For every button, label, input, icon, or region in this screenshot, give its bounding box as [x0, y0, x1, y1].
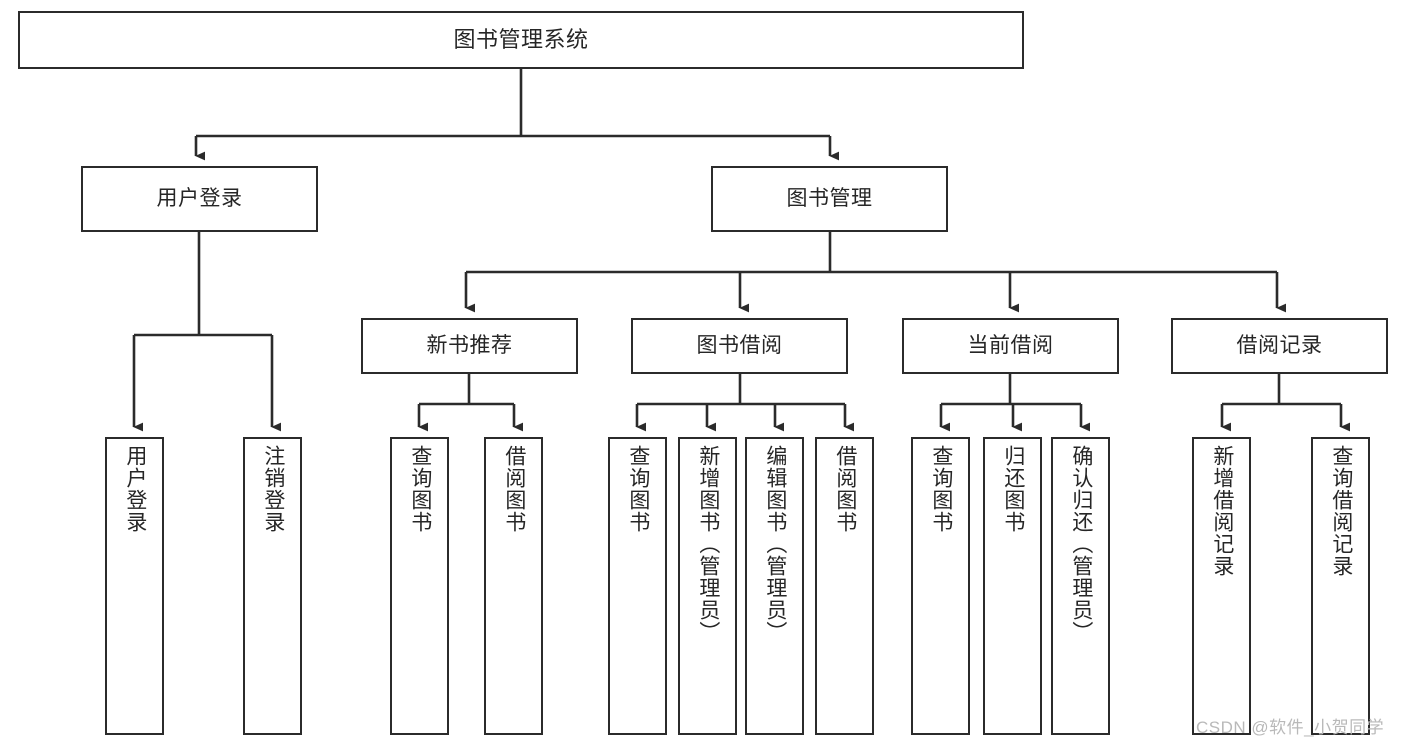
node-current-borrow[interactable]: 当前借阅: [902, 318, 1119, 374]
current-borrow-to-leaves-connector: [939, 374, 1091, 432]
watermark-credit: CSDN @软件_小贺同学: [1196, 718, 1385, 737]
leaf-query-borrow-record[interactable]: 查询借阅记录: [1311, 437, 1370, 735]
book-borrow-to-leaves-connector: [635, 374, 855, 432]
node-borrow-record[interactable]: 借阅记录: [1171, 318, 1388, 374]
leaf-logout-login[interactable]: 注销登录: [243, 437, 302, 735]
leaf-query-book-cur[interactable]: 查询图书: [911, 437, 970, 735]
root-to-level2-connector: [194, 69, 840, 161]
leaf-return-book[interactable]: 归还图书: [983, 437, 1042, 735]
leaf-borrow-book[interactable]: 借阅图书: [815, 437, 874, 735]
leaf-user-login[interactable]: 用户登录: [105, 437, 164, 735]
leaf-query-book-borrow[interactable]: 查询图书: [608, 437, 667, 735]
leaf-add-book-admin[interactable]: 新增图书（管理员）: [678, 437, 737, 735]
node-root-system[interactable]: 图书管理系统: [18, 11, 1024, 69]
book-manage-to-level3-connector: [464, 232, 1287, 313]
leaf-edit-book-admin[interactable]: 编辑图书（管理员）: [745, 437, 804, 735]
leaf-add-borrow-record[interactable]: 新增借阅记录: [1192, 437, 1251, 735]
leaf-confirm-return[interactable]: 确认归还（管理员）: [1051, 437, 1110, 735]
leaf-query-book-rec[interactable]: 查询图书: [390, 437, 449, 735]
node-new-book-recommend[interactable]: 新书推荐: [361, 318, 578, 374]
new-book-rec-to-leaves-connector: [417, 374, 524, 432]
node-book-manage[interactable]: 图书管理: [711, 166, 948, 232]
leaf-borrow-book-rec[interactable]: 借阅图书: [484, 437, 543, 735]
node-book-borrow[interactable]: 图书借阅: [631, 318, 848, 374]
user-login-to-leaves-connector: [132, 232, 282, 432]
borrow-record-to-leaves-connector: [1220, 374, 1351, 432]
node-user-login[interactable]: 用户登录: [81, 166, 318, 232]
